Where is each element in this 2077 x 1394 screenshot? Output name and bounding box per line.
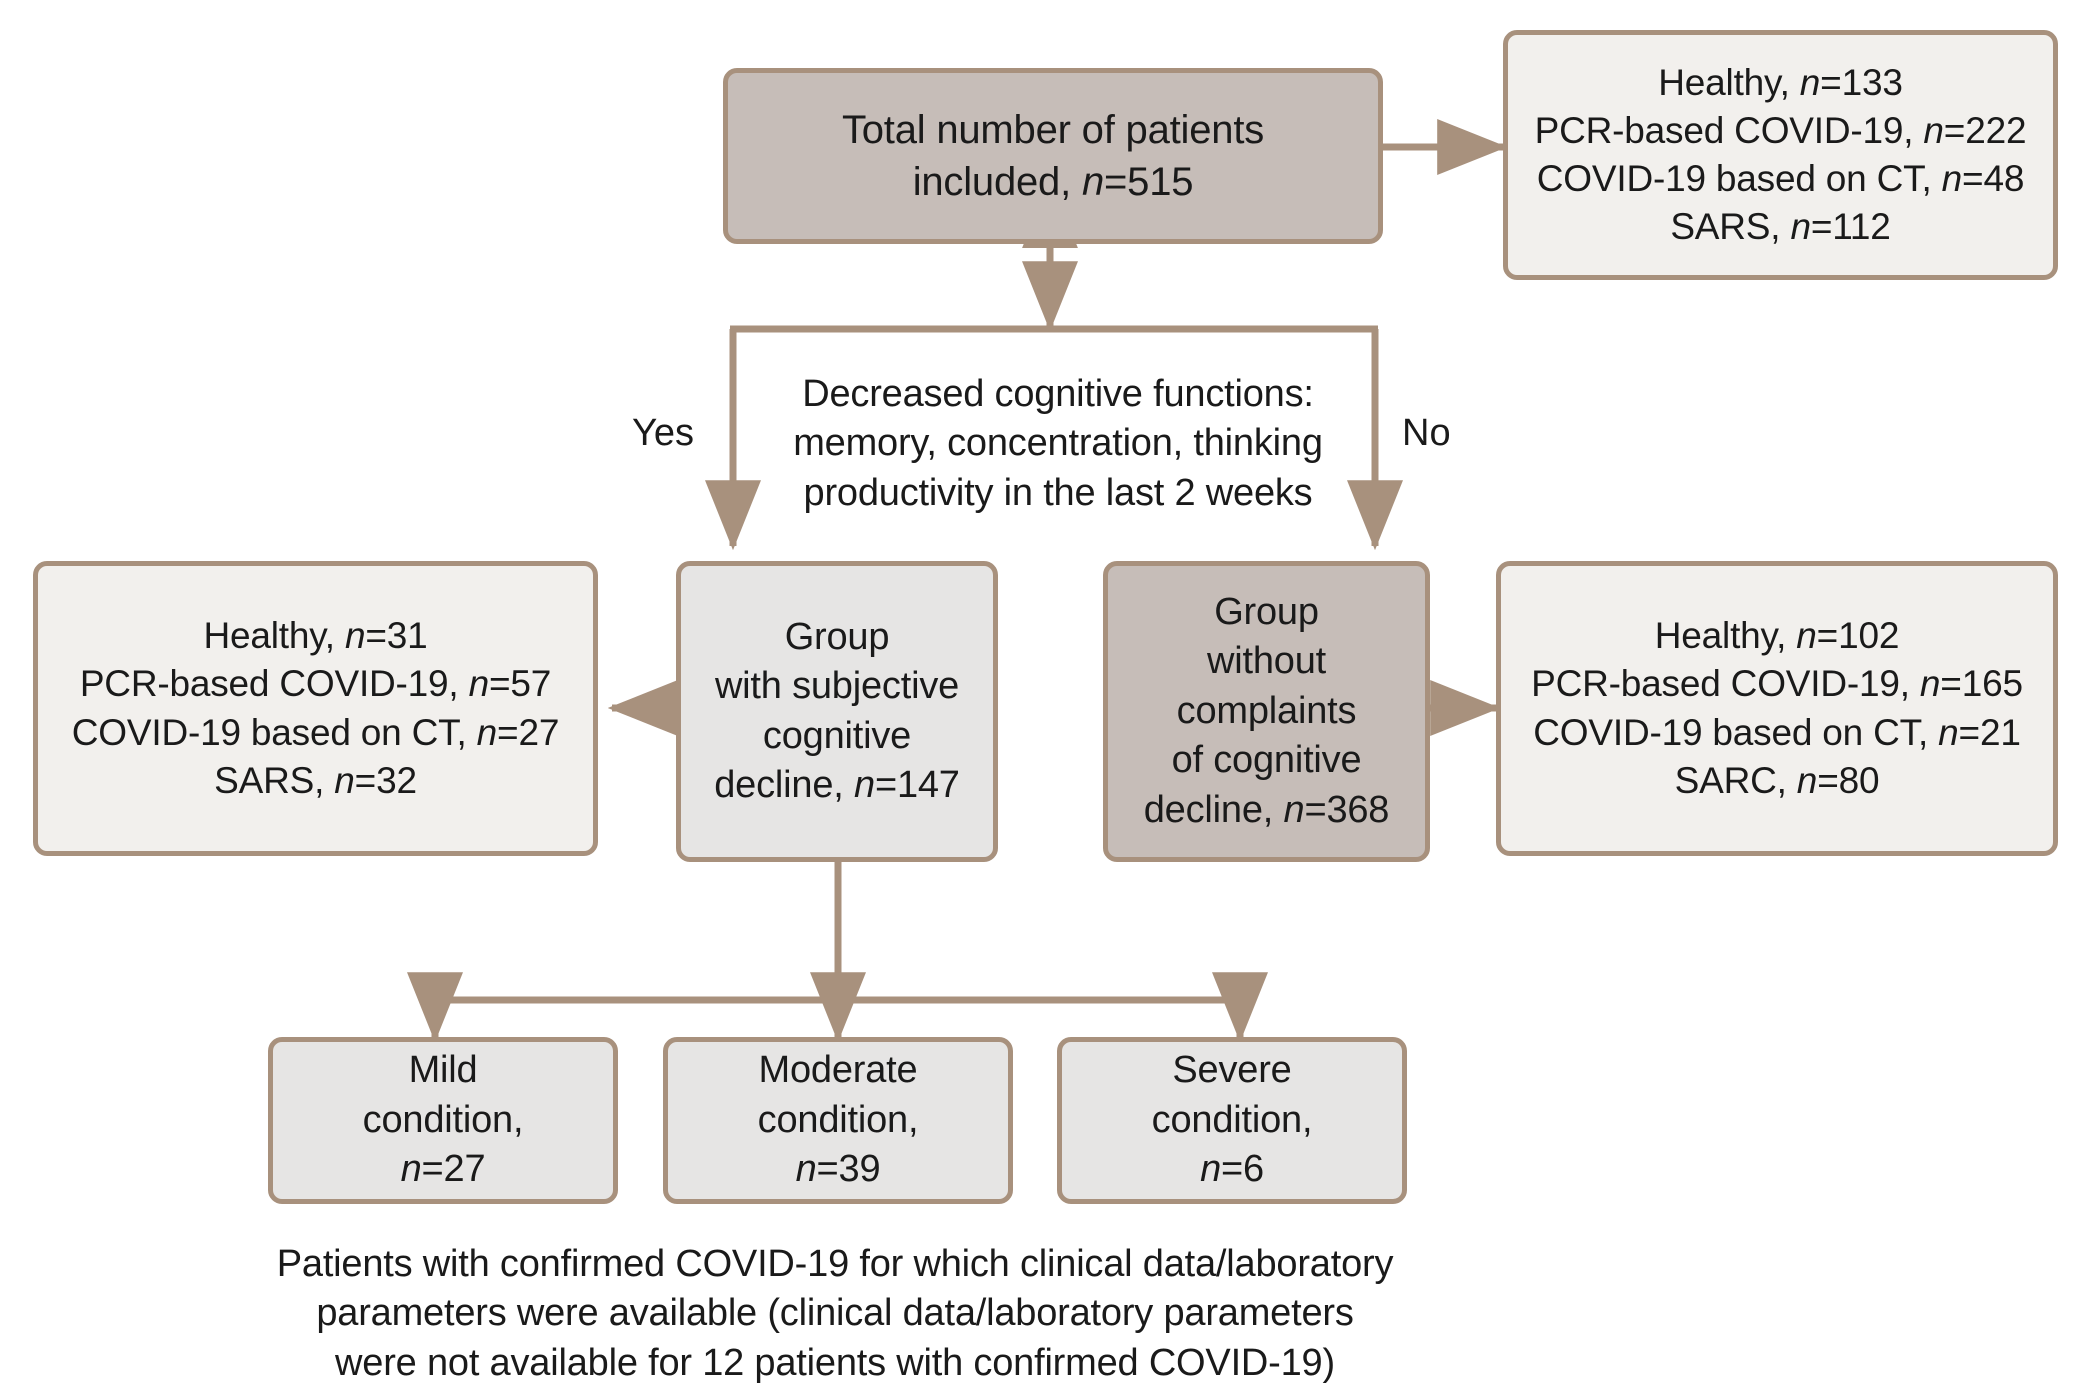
node-scd-breakdown-line-1: PCR-based COVID-19, n=57 <box>79 663 552 705</box>
edge-label-no: No <box>1402 412 1451 454</box>
node-no-complaints-breakdown-line-2: COVID-19 based on CT, n=21 <box>1533 711 2021 753</box>
footnote-line-0: Patients with confirmed COVID-19 for whi… <box>276 1243 1394 1285</box>
node-mild-condition-line-2: n=27 <box>400 1148 486 1191</box>
node-moderate-condition-line-2: n=39 <box>795 1148 881 1191</box>
node-no-complaints-group[interactable]: Group without complaints of cognitive de… <box>1103 561 1430 862</box>
node-total-breakdown[interactable]: Healthy, n=133 PCR-based COVID-19, n=222… <box>1503 30 2058 280</box>
node-severe-condition-text: Severe condition, n=6 <box>1076 1046 1388 1194</box>
node-scd-breakdown-text: Healthy, n=31 PCR-based COVID-19, n=57 C… <box>52 612 579 804</box>
node-no-complaints-breakdown-line-0: Healthy, n=102 <box>1654 615 1900 657</box>
footnote-text: Patients with confirmed COVID-19 for whi… <box>190 1240 1480 1388</box>
node-total-breakdown-text: Healthy, n=133 PCR-based COVID-19, n=222… <box>1522 59 2039 251</box>
node-total-breakdown-line-0: Healthy, n=133 <box>1658 61 1903 103</box>
node-total-patients-line-0: Total number of patients <box>841 108 1265 152</box>
node-total-breakdown-line-2: COVID-19 based on CT, n=48 <box>1536 158 2025 199</box>
node-no-complaints-group-text: Group without complaints of cognitive de… <box>1122 588 1411 835</box>
node-severe-condition-line-2: n=6 <box>1200 1148 1264 1191</box>
node-scd-breakdown-line-2: COVID-19 based on CT, n=27 <box>71 711 560 753</box>
node-decision-line-0: Decreased cognitive functions: <box>802 373 1314 415</box>
node-scd-breakdown-line-0: Healthy, n=31 <box>203 615 428 657</box>
node-scd-group-line-2: cognitive <box>762 714 912 757</box>
node-scd-group-line-3: decline, n=147 <box>714 763 960 806</box>
node-moderate-condition-text: Moderate condition, n=39 <box>682 1046 994 1194</box>
node-moderate-condition-line-0: Moderate <box>758 1049 918 1092</box>
node-scd-group-line-1: with subjective <box>714 665 960 708</box>
node-no-complaints-breakdown-line-1: PCR-based COVID-19, n=165 <box>1531 663 2023 705</box>
node-decision-line-2: productivity in the last 2 weeks <box>803 471 1313 514</box>
node-no-complaints-group-line-1: without <box>1206 640 1326 683</box>
node-no-complaints-breakdown-text: Healthy, n=102 PCR-based COVID-19, n=165… <box>1515 612 2039 804</box>
node-scd-group-text: Group with subjective cognitive decline,… <box>695 613 979 811</box>
node-mild-condition-line-0: Mild <box>408 1049 478 1092</box>
node-no-complaints-group-line-0: Group <box>1214 591 1319 634</box>
node-total-patients-line-1: included, n=515 <box>912 160 1194 204</box>
node-scd-group-line-0: Group <box>784 615 890 658</box>
node-no-complaints-breakdown-line-3: SARC, n=80 <box>1674 759 1880 801</box>
node-no-complaints-group-line-2: complaints <box>1176 689 1357 732</box>
node-decision-line-1: memory, concentration, thinking <box>793 422 1323 465</box>
node-no-complaints-group-line-4: decline, n=368 <box>1143 788 1390 831</box>
node-mild-condition-line-1: condition, <box>362 1098 524 1141</box>
node-total-patients[interactable]: Total number of patients included, n=515 <box>723 68 1383 244</box>
node-total-breakdown-line-3: SARS, n=112 <box>1670 206 1891 248</box>
node-no-complaints-group-line-3: of cognitive <box>1171 739 1362 782</box>
node-total-patients-text: Total number of patients included, n=515 <box>742 104 1364 208</box>
node-moderate-condition[interactable]: Moderate condition, n=39 <box>663 1037 1013 1204</box>
node-severe-condition-line-0: Severe <box>1172 1049 1292 1092</box>
node-mild-condition[interactable]: Mild condition, n=27 <box>268 1037 618 1204</box>
node-scd-group[interactable]: Group with subjective cognitive decline,… <box>676 561 998 862</box>
node-moderate-condition-line-1: condition, <box>757 1098 919 1141</box>
node-decision-question: Decreased cognitive functions: memory, c… <box>748 370 1368 518</box>
node-mild-condition-text: Mild condition, n=27 <box>287 1046 599 1194</box>
node-severe-condition-line-1: condition, <box>1151 1098 1313 1141</box>
node-scd-breakdown-line-3: SARS, n=32 <box>214 759 417 801</box>
footnote-line-2: were not available for 12 patients with … <box>335 1341 1335 1384</box>
node-scd-breakdown[interactable]: Healthy, n=31 PCR-based COVID-19, n=57 C… <box>33 561 598 856</box>
node-severe-condition[interactable]: Severe condition, n=6 <box>1057 1037 1407 1204</box>
edge-scd-to-severity <box>407 862 1268 1043</box>
node-total-breakdown-line-1: PCR-based COVID-19, n=222 <box>1534 109 2027 151</box>
footnote-line-1: parameters were available (clinical data… <box>316 1292 1354 1335</box>
edge-label-yes: Yes <box>632 412 694 454</box>
node-no-complaints-breakdown[interactable]: Healthy, n=102 PCR-based COVID-19, n=165… <box>1496 561 2058 856</box>
